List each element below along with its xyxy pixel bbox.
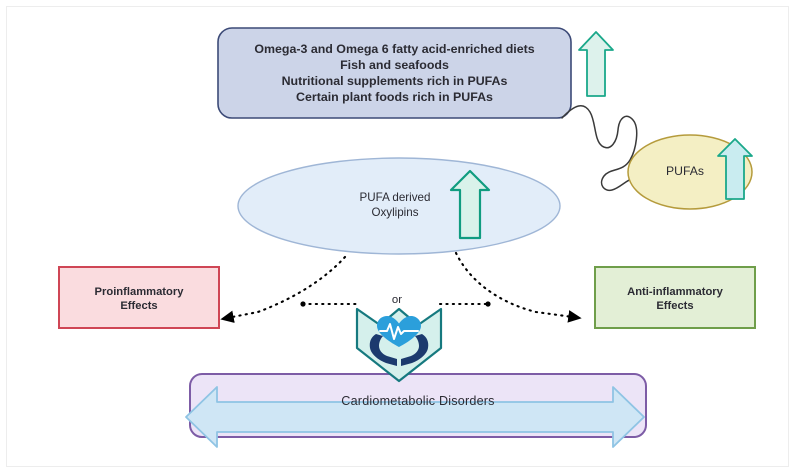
proinflammatory-box [58,266,220,329]
arrow-oxylipins-to-antiinflammatory [454,251,582,323]
dotted-link-right-node [485,301,491,307]
hands-icon-right [401,334,429,366]
antiinflammatory-box [594,266,756,329]
arrow-oxylipins-to-proinflammatory [220,255,347,323]
heart-care-shield-icon [355,307,443,383]
hands-icon-left [369,334,397,366]
diet-to-pufas-squiggle [561,105,673,192]
diet-sources-box [217,27,572,119]
up-arrow-diet-icon [578,31,614,97]
dotted-link-left-node [300,301,306,307]
bidirectional-outcome-arrow [185,386,645,448]
ecg-line-icon [379,323,419,340]
up-arrow-oxylipins-icon [449,169,491,240]
oxylipins-ellipse [237,157,561,255]
up-arrow-pufas-icon [717,138,753,200]
